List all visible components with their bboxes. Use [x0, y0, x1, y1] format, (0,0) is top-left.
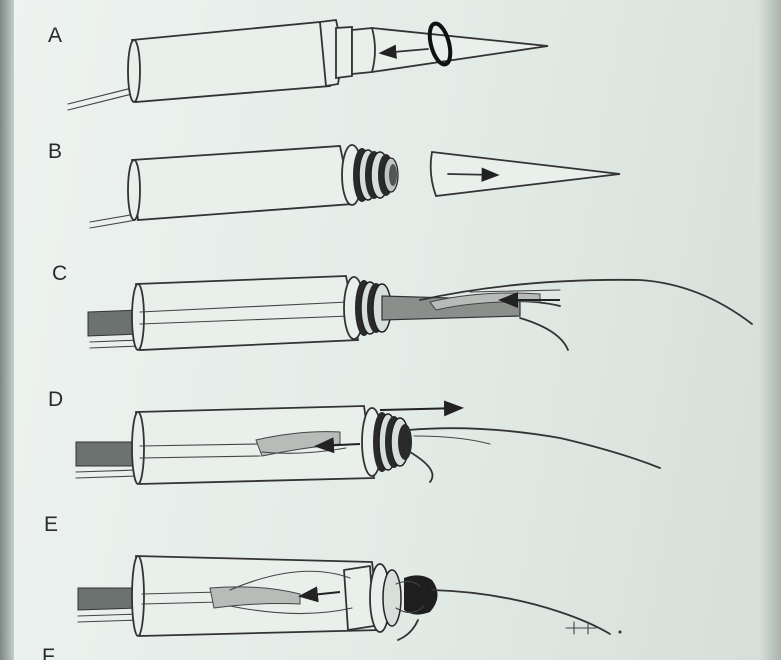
panel-c-drawing: [88, 276, 752, 350]
panel-d-drawing: [76, 406, 660, 484]
panel-a-drawing: [68, 20, 548, 110]
panel-b-drawing: [90, 145, 620, 228]
panel-e-drawing: [78, 556, 622, 640]
